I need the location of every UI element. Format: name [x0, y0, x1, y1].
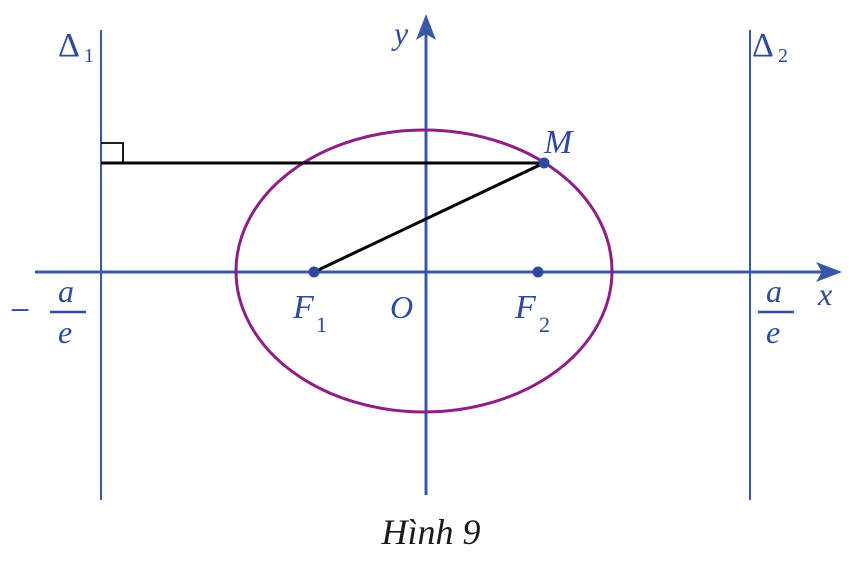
focus-f1-point — [308, 266, 320, 278]
ellipse-curve — [234, 128, 614, 414]
focus-f2-point — [532, 266, 544, 278]
directrix-right-subscript: 2 — [778, 45, 788, 67]
left-fraction-denominator: e — [58, 314, 72, 350]
focal-radius-segment — [313, 161, 545, 274]
x-axis-label: x — [817, 276, 832, 312]
right-angle-marker — [101, 142, 124, 163]
origin-label: O — [390, 289, 413, 325]
figure-caption: Hình 9 — [381, 512, 481, 552]
x-axis-arrowhead — [816, 262, 842, 282]
y-axis-label: y — [391, 15, 409, 51]
point-m-label: M — [543, 124, 574, 161]
directrix-left-subscript: 1 — [84, 45, 94, 67]
y-axis-arrowhead — [416, 14, 436, 40]
left-fraction-numerator: a — [58, 273, 74, 309]
directrix-left-label: Δ — [58, 27, 80, 64]
directrix-right-label: Δ — [752, 27, 774, 64]
point-m — [538, 157, 550, 169]
right-fraction-denominator: e — [766, 314, 780, 350]
focus-f2-subscript: 2 — [539, 312, 550, 337]
left-minus-sign: − — [10, 290, 30, 330]
focus-f1-label: F — [292, 289, 315, 326]
focus-f2-label: F — [514, 289, 537, 326]
right-fraction-numerator: a — [766, 273, 782, 309]
focus-f1-subscript: 1 — [316, 312, 327, 337]
